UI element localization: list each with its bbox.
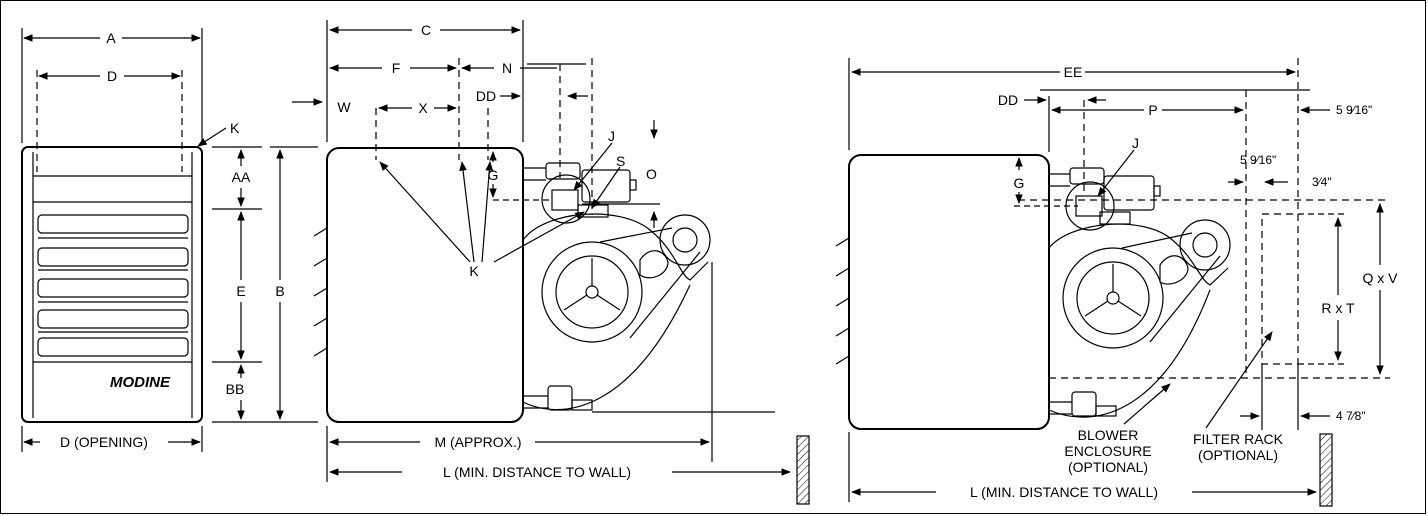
wall-hatch-1 [796, 435, 810, 505]
enclosure-view [835, 58, 1390, 502]
dim-5-9-16-mid: 5 9⁄16" [1240, 153, 1276, 167]
front-view [21, 28, 318, 452]
label-c: C [421, 22, 431, 38]
side-view [292, 20, 791, 482]
label-l-opt: L (MIN. DISTANCE TO WALL) [970, 484, 1158, 500]
callout-blower-1: BLOWER [1078, 427, 1139, 443]
label-j-side: J [608, 128, 615, 144]
label-k-front: K [230, 120, 240, 136]
label-r-x-t: R x T [1321, 300, 1355, 316]
label-k-side: K [469, 263, 479, 279]
label-ee: EE [1064, 64, 1083, 80]
label-j-opt: J [1132, 135, 1139, 151]
wall-hatch-2 [1319, 433, 1333, 507]
label-f: F [392, 60, 401, 76]
callout-filter-2: (OPTIONAL) [1198, 447, 1278, 463]
label-m: M (APPROX.) [434, 434, 521, 450]
label-e: E [236, 283, 245, 299]
label-o: O [646, 166, 657, 182]
callout-blower-2: ENCLOSURE [1064, 443, 1151, 459]
label-p: P [1148, 102, 1157, 118]
label-q-x-v: Q x V [1362, 270, 1398, 286]
label-dd-opt: DD [998, 92, 1018, 108]
brand-logo: MODINE [110, 374, 171, 391]
label-s: S [616, 153, 625, 169]
callout-filter-1: FILTER RACK [1193, 431, 1284, 447]
label-l-side: L (MIN. DISTANCE TO WALL) [443, 464, 631, 480]
label-g-opt: G [1014, 175, 1025, 191]
label-w: W [337, 99, 351, 115]
dim-3-4: 3⁄4" [1312, 175, 1332, 189]
label-bb: BB [226, 381, 245, 397]
label-d-opening: D (OPENING) [60, 434, 148, 450]
label-x: X [418, 100, 428, 116]
dim-5-9-16-top: 5 9⁄16" [1336, 103, 1372, 117]
label-a: A [106, 30, 116, 46]
dim-4-7-8: 4 7⁄8" [1336, 409, 1366, 423]
label-n: N [502, 60, 512, 76]
label-g-side: G [488, 167, 499, 183]
label-aa: AA [232, 169, 251, 185]
label-b: B [275, 283, 284, 299]
label-d-top: D [107, 68, 117, 84]
callout-blower-3: (OPTIONAL) [1068, 459, 1148, 475]
label-dd-side: DD [476, 88, 496, 104]
